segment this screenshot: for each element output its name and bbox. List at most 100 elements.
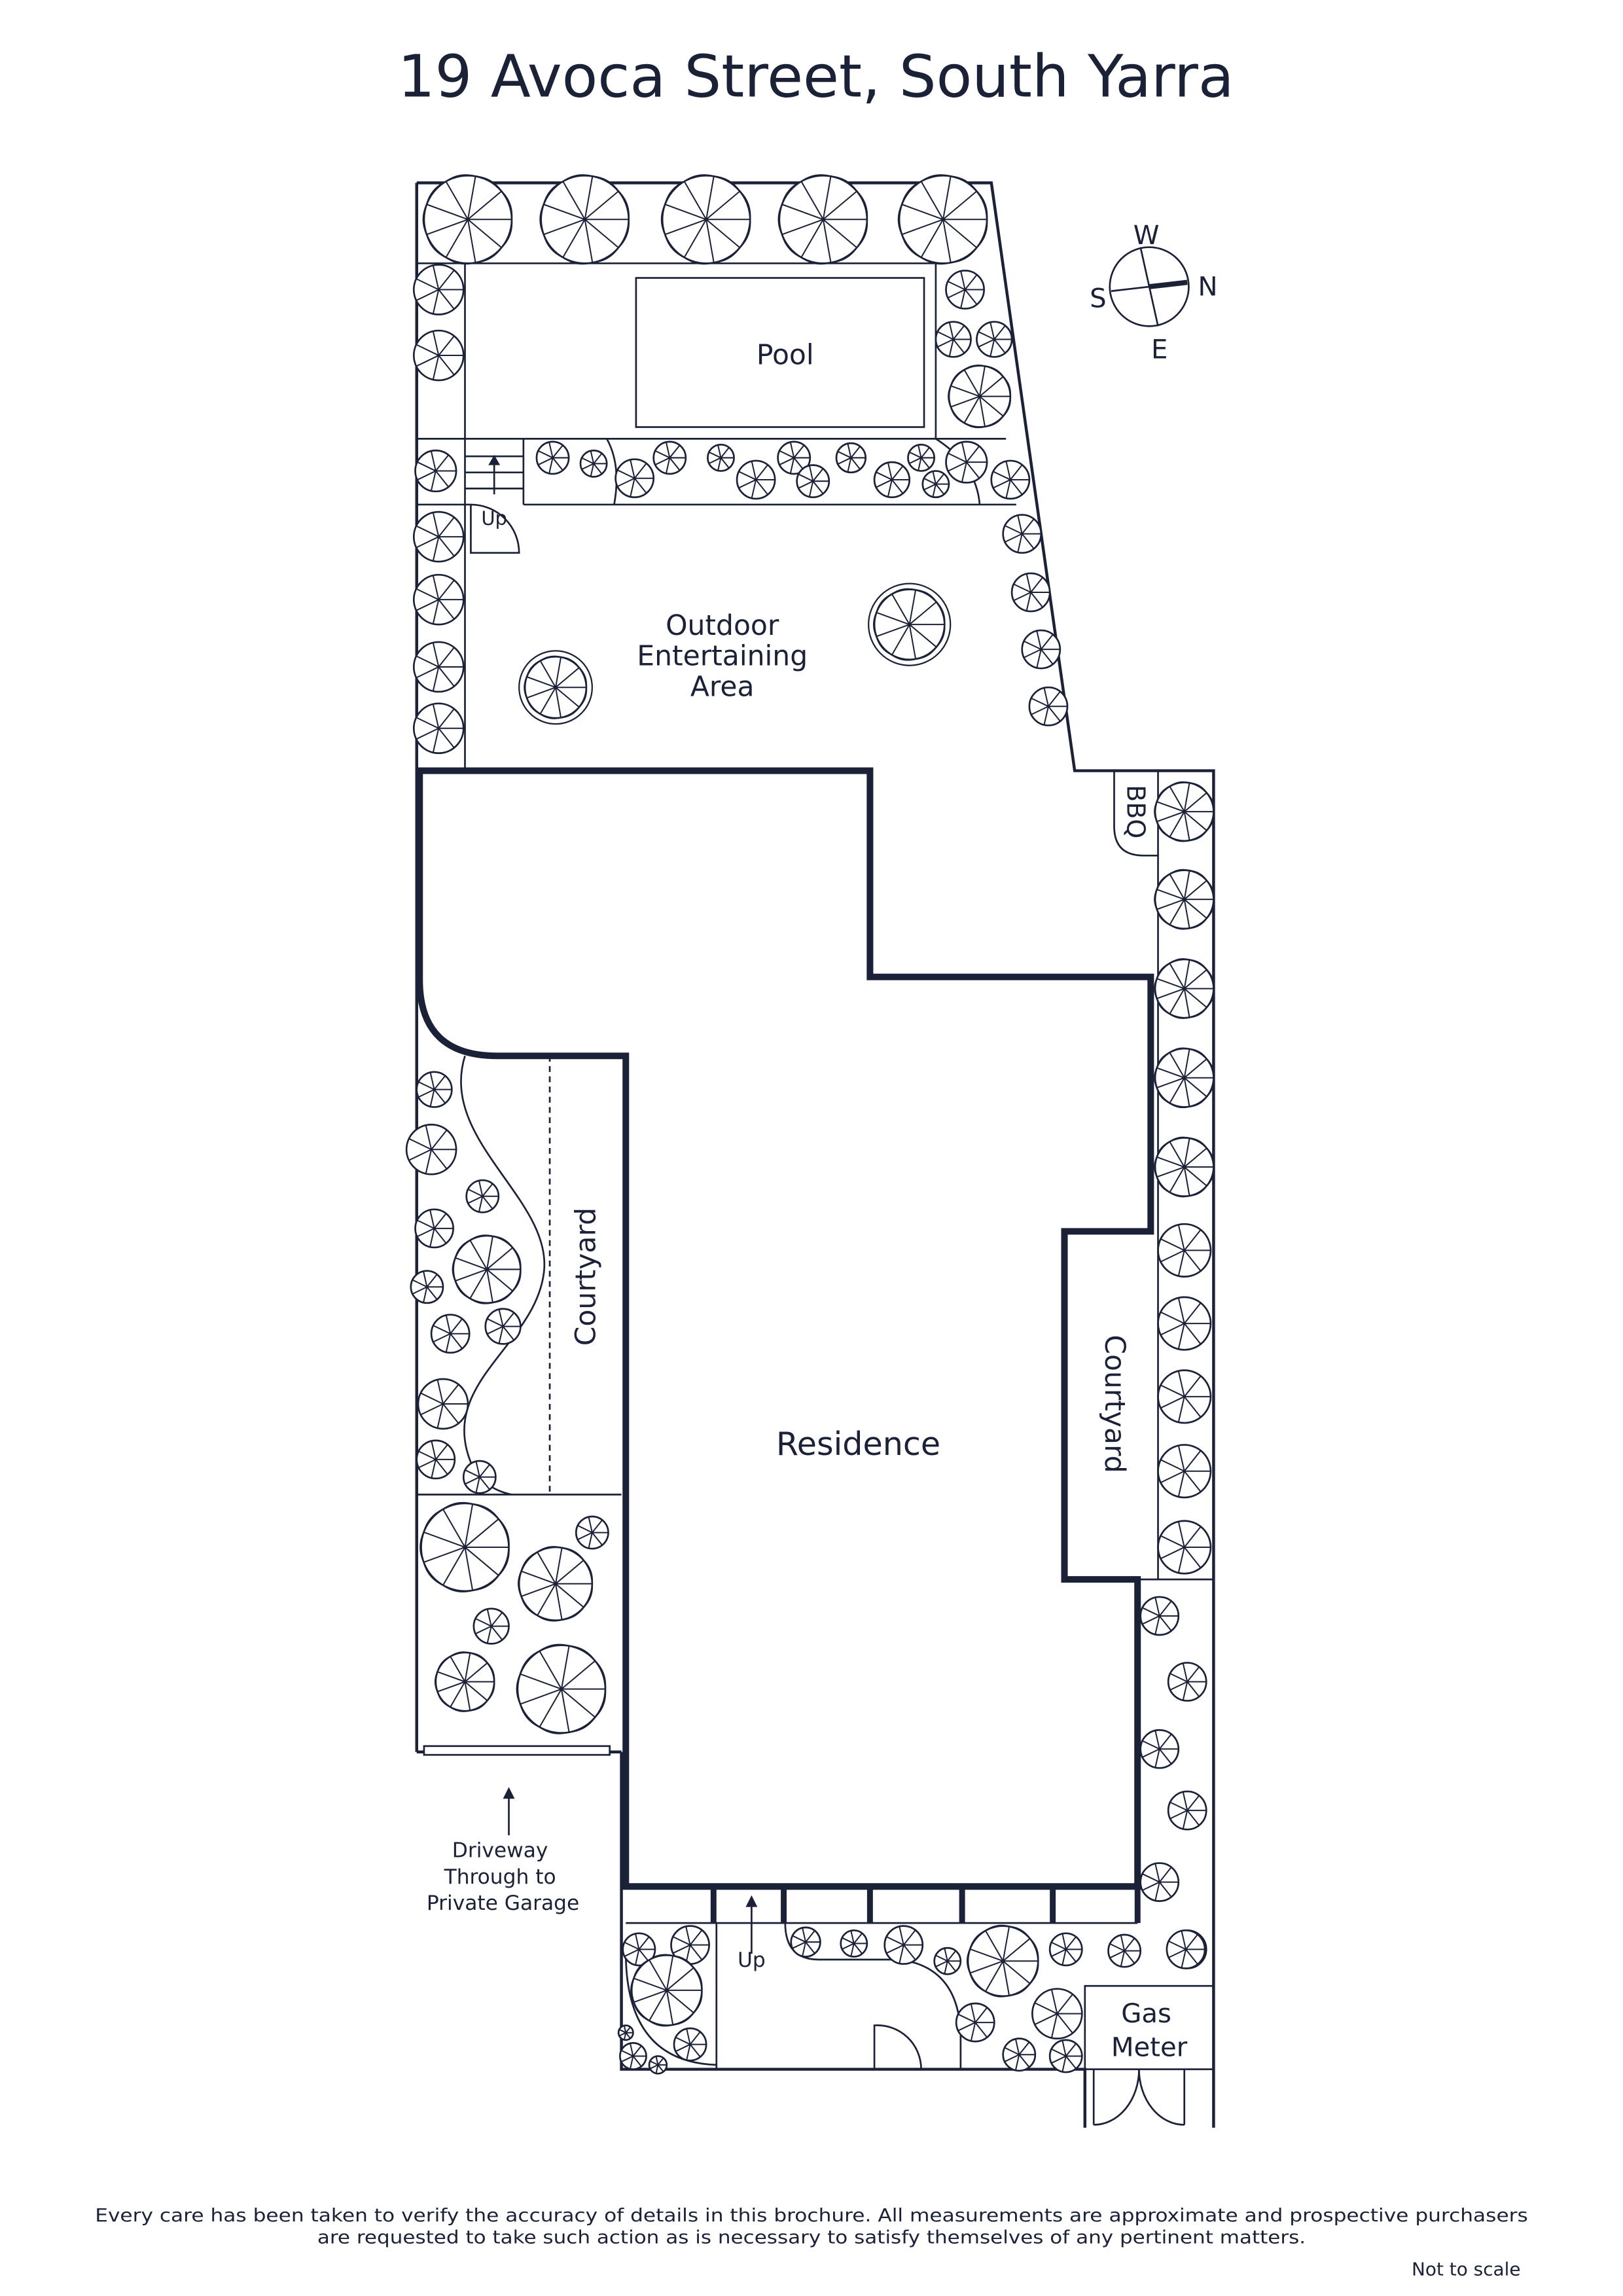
tree-icon <box>1139 1596 1180 1636</box>
tree-icon <box>535 440 570 475</box>
tree-icon <box>539 174 630 265</box>
tree-icon <box>412 573 465 626</box>
tree-icon <box>736 459 776 500</box>
tree-icon <box>1157 1444 1212 1499</box>
tree-icon <box>935 321 972 358</box>
tree-icon <box>976 321 1013 358</box>
tree-icon <box>648 2055 668 2075</box>
driveway-label-3: Private Garage <box>427 1892 579 1915</box>
tree-icon <box>473 1607 510 1645</box>
disclaimer-line-1: Every care has been taken to verify the … <box>95 2204 1528 2226</box>
tree-icon <box>518 1546 594 1622</box>
tree-icon <box>883 1925 924 1965</box>
tree-icon <box>416 1071 453 1108</box>
tree-icon <box>618 2042 647 2070</box>
tree-icon <box>673 2027 707 2062</box>
tree-icon <box>412 641 465 693</box>
tree-icon <box>660 174 751 265</box>
tree-icon <box>1154 958 1215 1019</box>
pool-label: Pool <box>757 339 814 371</box>
tree-icon <box>1002 514 1043 554</box>
tree-icon <box>412 264 465 315</box>
tree-icon <box>419 1501 510 1592</box>
tree-icon <box>1048 2039 1083 2073</box>
tree-icon <box>1157 1223 1212 1278</box>
tree-icon <box>579 449 608 478</box>
tree-icon <box>484 1308 522 1345</box>
tree-icon <box>1021 629 1061 670</box>
tree-icon <box>796 464 830 499</box>
tree-icon <box>945 440 988 484</box>
tree-icon <box>417 1378 469 1430</box>
up-rear-label: Up <box>481 507 507 529</box>
compass-icon: W S N E <box>1090 221 1217 365</box>
tree-icon <box>416 1439 456 1480</box>
tree-icon <box>933 1946 962 1975</box>
up-front-label: Up <box>738 1948 766 1972</box>
tree-icon <box>966 1924 1039 1998</box>
compass-s: S <box>1090 283 1107 314</box>
driveway-label-1: Driveway <box>452 1839 548 1863</box>
compass-w: W <box>1133 221 1160 251</box>
tree-icon <box>465 1179 500 1213</box>
gas-meter-label-1: Gas <box>1121 1999 1171 2029</box>
courtyard-left-label: Courtyard <box>570 1208 602 1346</box>
tree-icon <box>412 511 465 563</box>
tree-icon <box>835 442 867 474</box>
tree-icon <box>777 174 868 265</box>
tree-icon <box>907 443 936 472</box>
tree-icon <box>955 2002 995 2043</box>
tree-icon <box>840 1929 868 1958</box>
residence-outline <box>416 767 1154 1890</box>
courtyard-right-label: Courtyard <box>1098 1335 1130 1473</box>
tree-icon <box>1107 1933 1142 1968</box>
tree-icon <box>1157 1369 1212 1424</box>
driveway-label-2: Through to <box>444 1865 556 1889</box>
outdoor-label-3: Area <box>690 672 755 704</box>
disclaimer-line-2: are requested to take such action as is … <box>317 2226 1306 2248</box>
tree-icon <box>670 1925 710 1965</box>
tree-icon <box>707 443 735 472</box>
tree-icon <box>630 1954 703 2027</box>
tree-icon <box>1157 1520 1212 1575</box>
tree-icon <box>430 1314 471 1354</box>
tree-icon <box>410 1270 444 1304</box>
gas-meter-label-2: Meter <box>1111 2032 1188 2062</box>
tree-icon <box>414 449 457 493</box>
tree-icon <box>897 174 988 265</box>
tree-icon <box>1167 1790 1207 1831</box>
tree-icon <box>1154 781 1215 842</box>
tree-icon <box>1139 1862 1180 1902</box>
tree-icon <box>1028 686 1069 726</box>
tree-icon <box>405 1123 457 1175</box>
tree-icon <box>412 329 465 382</box>
tree-icon <box>622 1932 656 1967</box>
tree-icon <box>516 1643 607 1734</box>
bbq-label: BBQ <box>1122 785 1150 838</box>
compass-n: N <box>1198 272 1217 302</box>
tree-icon <box>1167 1662 1207 1702</box>
tree-icon <box>1002 2037 1037 2072</box>
tree-icon <box>1154 869 1215 930</box>
tree-icon <box>615 458 655 499</box>
tree-icon <box>412 702 465 755</box>
scale-note: Not to scale <box>1412 2259 1521 2280</box>
tree-icon <box>1010 572 1051 613</box>
residence-label: Residence <box>776 1425 940 1463</box>
driveway-gate <box>423 1745 611 1756</box>
tree-icon <box>1157 1296 1212 1351</box>
pool <box>635 277 925 428</box>
tree-icon <box>575 1515 609 1550</box>
tree-icon <box>1154 1136 1215 1198</box>
tree-icon <box>990 459 1031 500</box>
outdoor-label-2: Entertaining <box>637 641 808 673</box>
front-verandah-posts <box>622 1883 1141 1924</box>
tree-icon <box>462 1460 497 1494</box>
outdoor-label-1: Outdoor <box>666 610 779 642</box>
tree-icon <box>452 1234 522 1304</box>
tree-icon <box>873 461 911 499</box>
tree-icon <box>422 174 513 265</box>
tree-icon <box>434 1651 495 1712</box>
tree-icon <box>1154 1047 1215 1109</box>
